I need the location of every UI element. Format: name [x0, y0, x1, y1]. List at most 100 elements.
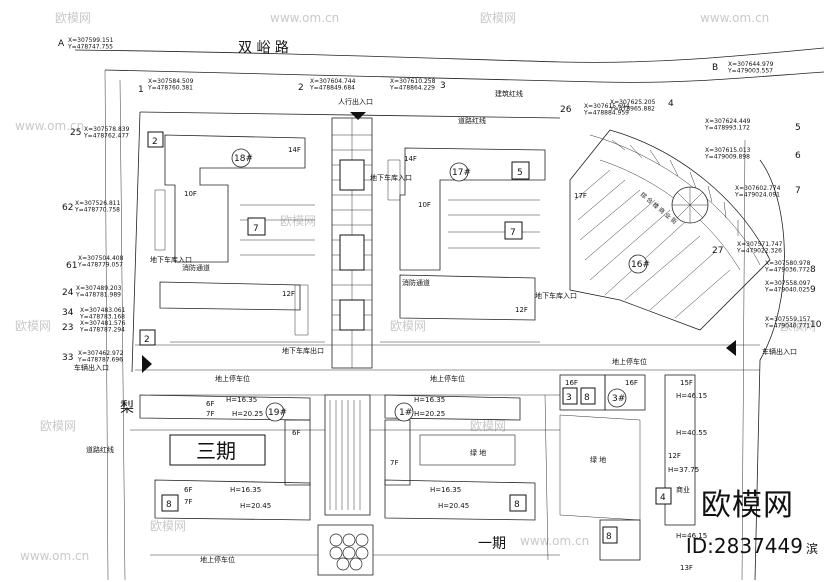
landscape-label: 绿 地: [590, 455, 606, 464]
fire-road-label: 消防通道: [182, 263, 210, 272]
floor-label: 10F: [418, 201, 431, 209]
red-line-label: 道路红线: [458, 116, 486, 125]
point-number: 9: [810, 285, 816, 295]
axis-point-A: A: [58, 39, 65, 49]
ground-parking-label: 地上停车位: [215, 374, 250, 383]
commercial-label: 商业: [676, 485, 690, 494]
floor-label: H=20.45: [240, 502, 271, 510]
building-number-1: 1#: [399, 408, 412, 418]
point-number: 33: [62, 353, 73, 363]
brand-logo-text: 欧模网: [701, 488, 794, 523]
building-block-se: [559, 374, 696, 561]
point-number: 7: [795, 186, 801, 196]
floor-label: 14F: [288, 146, 301, 154]
watermark-brand: 欧模网: [390, 319, 426, 333]
floor-label: H=46.15: [676, 392, 707, 400]
building-number-18: 18#: [234, 154, 253, 164]
garage-exit-label: 地下车库出口: [282, 346, 324, 355]
point-number: 8: [810, 265, 816, 275]
floor-label: H=37.75: [668, 466, 699, 474]
garage-entry-label: 地下车库入口: [150, 255, 192, 264]
box-number: 8: [584, 393, 590, 403]
phase-three-label: 三期: [196, 439, 236, 463]
brand-id: ID:2837449: [685, 534, 803, 558]
point-number: 61: [66, 261, 77, 271]
point-number: 5: [795, 123, 801, 133]
box-number: 3: [566, 393, 572, 403]
watermark-site: www.om.cn: [270, 11, 339, 25]
floor-label: H=40.55: [676, 429, 707, 437]
vehicle-gate-east-label: 车辆出入口: [762, 347, 797, 356]
point-number: 24: [62, 288, 74, 298]
watermark-brand: 欧模网: [280, 214, 316, 228]
watermark-site: www.om.cn: [520, 534, 589, 548]
garage-entry-label: 地下车库入口: [370, 173, 412, 182]
building-block-nw: [154, 134, 325, 343]
building-number-16: 16#: [631, 260, 650, 270]
central-walkway: [317, 117, 374, 576]
ground-parking-label: 地上停车位: [430, 374, 465, 383]
floor-label: 6F: [184, 486, 192, 494]
point-number: 25: [70, 128, 81, 138]
floor-label: 12F: [515, 306, 528, 314]
floor-label: H=20.25: [414, 410, 445, 418]
floor-label: 13F: [680, 564, 693, 572]
floor-label: 6F: [292, 429, 300, 437]
watermark-brand: 欧模网: [15, 319, 51, 333]
point-number: 27: [712, 246, 723, 256]
building-number-3: 3#: [612, 394, 625, 404]
floor-label: 16F: [625, 379, 638, 387]
floor-label: H=16.35: [230, 486, 261, 494]
floor-label: 7F: [390, 459, 398, 467]
building-block-ne: [380, 147, 546, 343]
box-number: 2: [144, 335, 150, 345]
floor-label: H=16.35: [414, 396, 445, 404]
fountain-circles: [329, 533, 369, 571]
floor-label: 7F: [184, 498, 192, 506]
floor-label: 16F: [565, 379, 578, 387]
floor-label: 12F: [282, 290, 295, 298]
floor-label: H=16.35: [430, 486, 461, 494]
phase-one-label: 一期: [478, 536, 506, 552]
building-number-19: 19#: [268, 408, 287, 418]
box-number: 2: [152, 137, 158, 147]
watermark-layer: 欧模网 www.om.cn 欧模网 www.om.cn www.om.cn 欧模…: [15, 11, 816, 563]
floor-label: 17F: [574, 192, 587, 200]
floor-label: H=20.45: [438, 502, 469, 510]
ground-parking-label: 地上停车位: [612, 357, 647, 366]
point-number: 2: [298, 83, 304, 93]
vehicle-gate-west-arrow: [142, 355, 152, 373]
floor-label: H=20.25: [232, 410, 263, 418]
floor-label: 6F: [206, 400, 214, 408]
watermark-brand: 欧模网: [480, 11, 516, 25]
point-number: 62: [62, 203, 73, 213]
vehicle-gate-west-label: 车辆出入口: [74, 363, 109, 372]
road-lines: [74, 47, 824, 581]
watermark-brand: 欧模网: [780, 319, 816, 333]
building-number-17: 17#: [452, 168, 471, 178]
point-number: 1: [138, 85, 144, 95]
watermark-site: www.om.cn: [700, 11, 769, 25]
pedestrian-gate-arrow: [350, 112, 366, 120]
box-number: 8: [166, 500, 172, 510]
point-number: 26: [560, 105, 572, 115]
floor-labels: 14F 10F 12F 14F 10F 12F 17F 16F 16F 15F …: [184, 146, 707, 572]
floor-label: 7F: [206, 410, 214, 418]
watermark-brand: 欧模网: [55, 11, 91, 25]
point-number: 3: [440, 81, 446, 91]
